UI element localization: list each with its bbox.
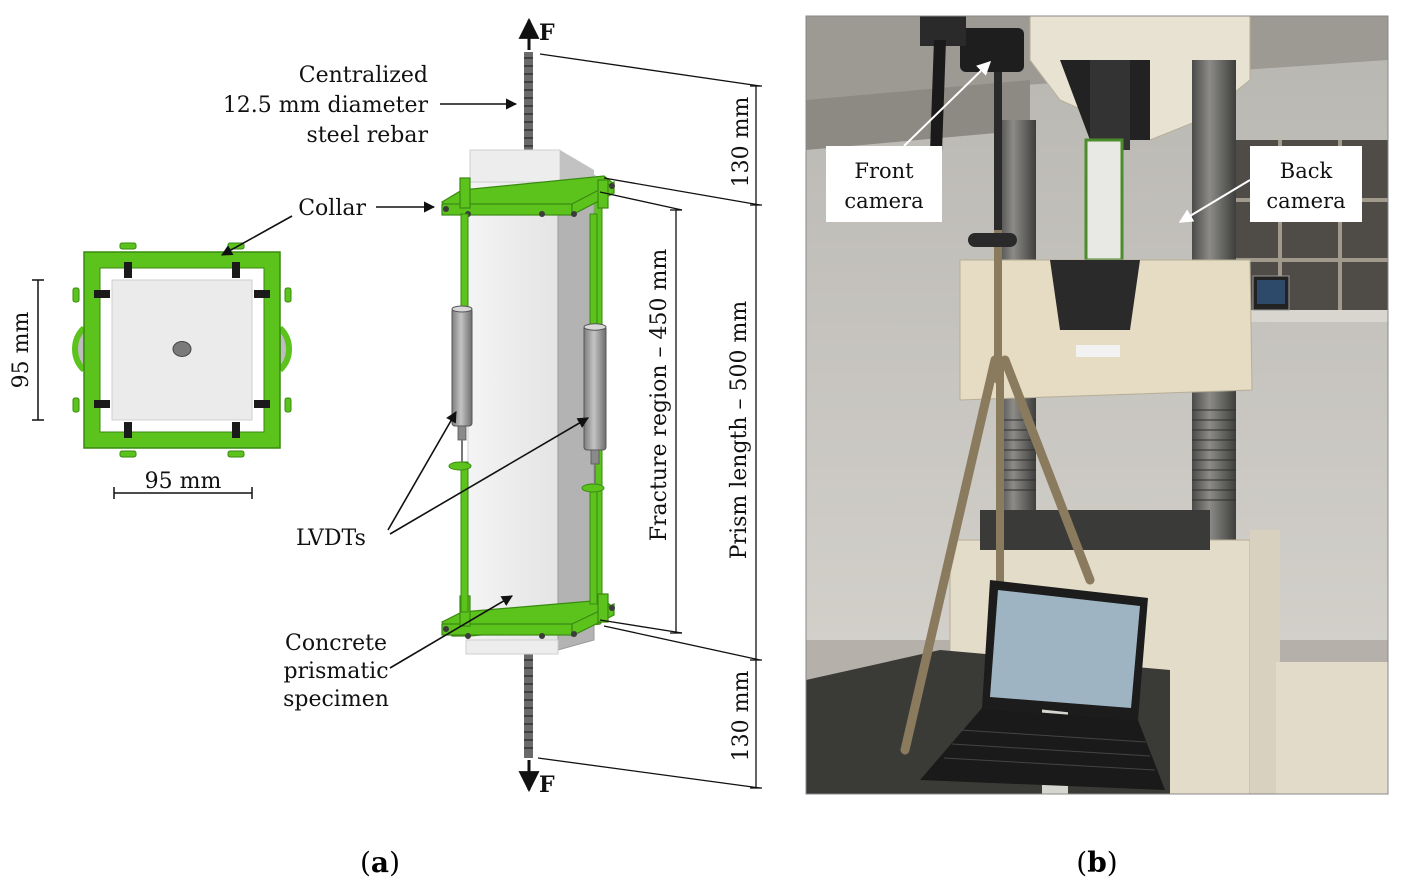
rebar-top (524, 52, 533, 182)
front-camera-leader (903, 61, 992, 147)
photo-specimen (1084, 138, 1124, 262)
collar-leader-plan (221, 215, 293, 256)
guide-rods (448, 213, 605, 613)
back-camera-leader (1178, 179, 1251, 223)
front-camera-callout (826, 146, 942, 222)
lvdt-left (451, 305, 473, 462)
dim-lines (537, 53, 762, 789)
dim-top-label: 130 mm (729, 97, 754, 188)
prism-front-face (467, 181, 559, 651)
front-camera-label-line2: camera (844, 189, 923, 213)
back-camera-label-line2: camera (1266, 189, 1345, 213)
dim-fracture-label: Fracture region – 450 mm (647, 249, 672, 542)
plan-dim-width (113, 487, 253, 499)
front-camera-label-line1: Front (854, 159, 914, 183)
specimen-label-line3: specimen (283, 687, 389, 712)
plan-dim-height (32, 279, 44, 421)
iso-view: F F (221, 17, 762, 798)
lvdt-right (583, 323, 607, 484)
plan-bolts (94, 262, 270, 438)
force-top-label: F (539, 20, 555, 46)
dim-bottom-label: 130 mm (729, 671, 754, 762)
force-bottom-label: F (539, 772, 555, 798)
back-camera-callout (1250, 146, 1362, 222)
rebar-label-line3: steel rebar (307, 123, 429, 148)
specimen-label-line2: prismatic (283, 659, 388, 684)
dim-prism-label: Prism length – 500 mm (727, 301, 752, 560)
test-setup-photo: Front camera Back camera (805, 15, 1389, 795)
plan-dim-height-label: 95 mm (9, 312, 34, 389)
rebar-label-line1: Centralized (299, 63, 428, 88)
front-camera-body (960, 28, 1024, 72)
laptop (920, 580, 1165, 794)
lvdt-label: LVDTs (296, 526, 366, 551)
back-camera-label-line1: Back (1280, 159, 1333, 183)
rebar-bottom (524, 650, 533, 758)
caption-a: (a) (360, 846, 400, 879)
plan-rebar-dot (172, 341, 192, 357)
lvdt-leader-left (387, 411, 457, 531)
collar-label: Collar (298, 196, 366, 221)
specimen-label-line1: Concrete (285, 631, 387, 656)
top-collar (441, 175, 615, 216)
rebar-label-line2: 12.5 mm diameter (223, 93, 429, 118)
plan-dim-width-label: 95 mm (145, 469, 222, 494)
plan-view: 95 mm 95 mm (9, 242, 292, 499)
specimen-leader (389, 595, 513, 669)
lvdt-leader-right (389, 417, 589, 535)
caption-b: (b) (1076, 846, 1117, 879)
